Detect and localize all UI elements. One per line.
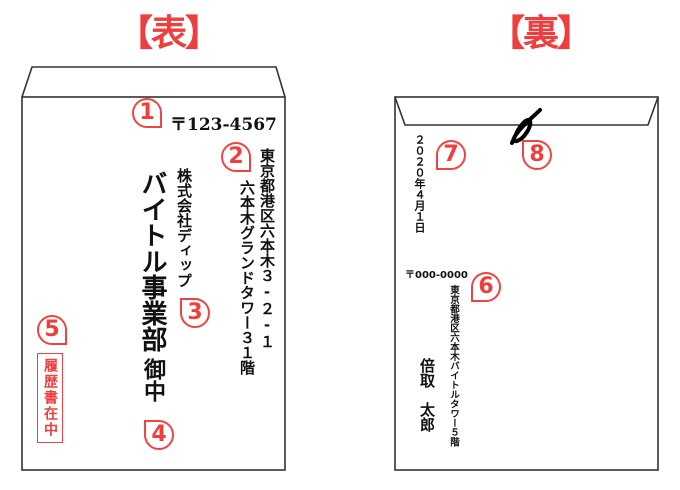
marker-6: 6 (471, 272, 501, 302)
marker-7: 7 (436, 140, 466, 170)
marker-2: 2 (221, 142, 251, 172)
marker-3: 3 (180, 298, 210, 328)
sender-surname: 倍取 (418, 358, 436, 388)
sender-given-name: 太郎 (418, 402, 436, 432)
back-date: ２０２０年４月１日 (413, 134, 426, 233)
front-address-line2: 六本木グランドタワー３１階 (238, 180, 256, 375)
front-company: 株式会社ディップ (175, 168, 193, 288)
back-postal-code: 〒000-0000 (405, 270, 468, 281)
back-address: 東京都港区六本木バイトルタワー５階 (448, 285, 459, 447)
seal-mark-icon (510, 108, 542, 145)
marker-5: 5 (37, 315, 67, 345)
marker-4: 4 (144, 420, 174, 450)
front-honorific: 御中 (140, 358, 165, 402)
front-title: 【表】 (117, 13, 221, 54)
front-department: バイトル事業部 (137, 170, 167, 352)
enclosed-resume-stamp: 履歴書在中 (37, 353, 63, 443)
front-postal-code: 〒123-4567 (170, 115, 277, 135)
marker-1: 1 (132, 98, 162, 128)
front-address-line1: 東京都港区六本木３-２-１ (258, 148, 276, 349)
front-envelope (21, 66, 286, 471)
back-title: 【裏】 (489, 13, 593, 54)
marker-8: 8 (522, 140, 552, 170)
